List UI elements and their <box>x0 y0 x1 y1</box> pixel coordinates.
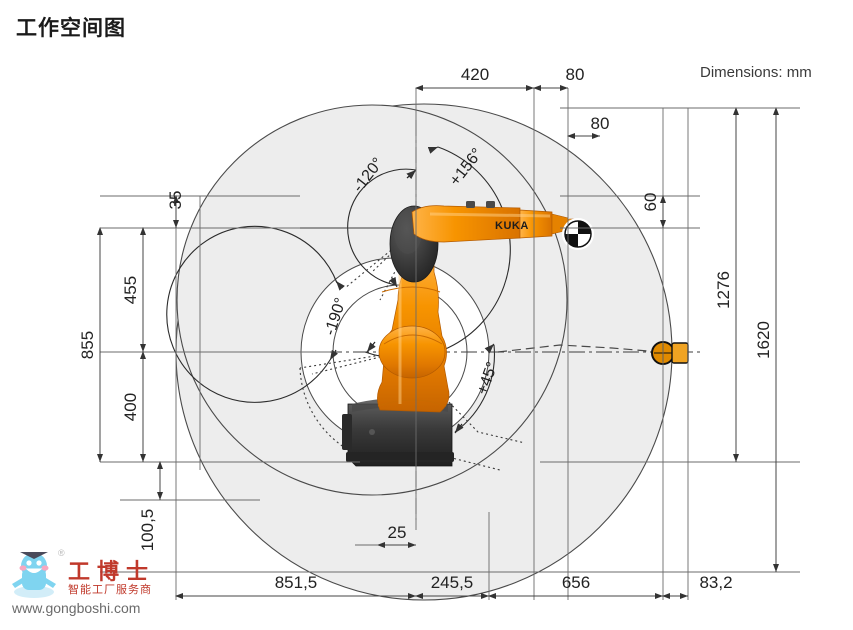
registered-mark: ® <box>58 548 65 558</box>
tool-reach-dashed-line <box>497 344 661 353</box>
watermark-name: 工博士 <box>68 559 156 584</box>
watermark-url: www.gongboshi.com <box>12 600 141 616</box>
dim-bottom-851-5: 851,5 <box>275 573 318 592</box>
dim-left-100-5: 100,5 <box>138 509 157 552</box>
dim-left-35: 35 <box>166 191 185 210</box>
watermark-tagline: 智能工厂服务商 <box>68 584 152 596</box>
dim-top-80a: 80 <box>566 65 585 84</box>
mascot-icon <box>12 552 56 598</box>
watermark-logo: ® 工博士 智能工厂服务商 www.gongboshi.com <box>6 548 186 626</box>
dim-bottom-25: 25 <box>388 523 407 542</box>
dim-bottom-245-5: 245,5 <box>431 573 474 592</box>
dim-left-400: 400 <box>121 393 140 421</box>
robot-upper-arm: KUKA <box>411 201 577 243</box>
dim-bottom-83-2: 83,2 <box>699 573 732 592</box>
robot-joint3 <box>378 325 446 379</box>
dim-top-420: 420 <box>461 65 489 84</box>
arc-a2-120 <box>347 168 417 286</box>
datum-target-symbol <box>562 218 594 250</box>
dimensions-unit-note: Dimensions: mm <box>700 64 812 81</box>
dim-right-1276: 1276 <box>714 271 733 309</box>
robot-brand-label: KUKA <box>495 220 529 232</box>
dim-right-1620: 1620 <box>754 321 773 359</box>
dim-left-855: 855 <box>78 331 97 359</box>
extension-lines <box>100 88 800 600</box>
page-title: 工作空间图 <box>16 17 126 40</box>
dimension-left: 35 455 400 855 100,5 <box>78 191 185 552</box>
kuka-robot: KUKA <box>342 201 577 467</box>
dimension-right: 60 1276 1620 <box>560 107 800 572</box>
dim-top-80b: 80 <box>591 114 610 133</box>
robot-lower-arm <box>377 249 450 413</box>
arc-a4-45 <box>454 344 495 433</box>
dim-left-455: 455 <box>121 276 140 304</box>
dim-right-60: 60 <box>641 193 660 212</box>
dimension-bottom: 25 851,5 245,5 656 83,2 <box>175 523 733 599</box>
dim-bottom-656: 656 <box>562 573 590 592</box>
arc-a3-190 <box>166 225 338 403</box>
tool-extent-marker <box>651 341 689 365</box>
dimension-top: 420 80 80 <box>415 65 610 139</box>
